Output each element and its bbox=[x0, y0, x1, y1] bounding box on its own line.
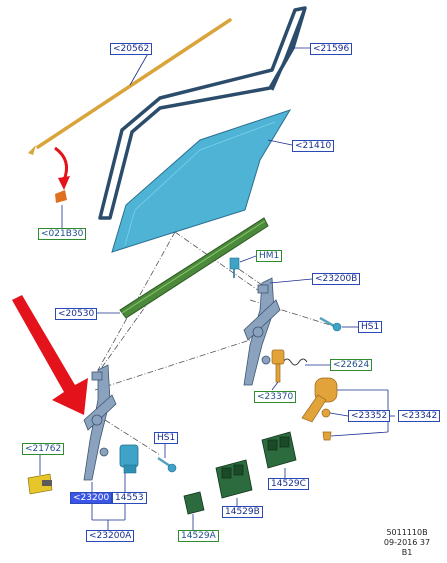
callout-HM1[interactable]: HM1 bbox=[256, 250, 283, 262]
callout-23352[interactable]: <23352 bbox=[348, 410, 391, 422]
regulator-23200 bbox=[83, 364, 117, 481]
callout-20530[interactable]: <20530 bbox=[55, 308, 98, 320]
callout-14553[interactable]: 14553 bbox=[112, 492, 147, 504]
callout-23200B[interactable]: <23200B bbox=[312, 273, 361, 285]
handle-23342 bbox=[301, 377, 338, 441]
callout-22624[interactable]: <22624 bbox=[330, 359, 373, 371]
callout-14529A[interactable]: 14529A bbox=[178, 530, 219, 542]
screw-HS1-bottom bbox=[157, 456, 177, 473]
clip-21762 bbox=[27, 473, 53, 495]
footer-date: 09-2016 37 bbox=[383, 538, 431, 547]
callout-23200A[interactable]: <23200A bbox=[86, 530, 135, 542]
callout-021B30[interactable]: <021B30 bbox=[38, 228, 87, 240]
clip-021B30 bbox=[55, 190, 67, 203]
callout-23342[interactable]: <23342 bbox=[398, 410, 441, 422]
outer-belt-moulding bbox=[28, 18, 232, 155]
door-glass bbox=[111, 109, 292, 253]
construction-lines bbox=[94, 231, 331, 456]
callout-21596[interactable]: <21596 bbox=[310, 43, 353, 55]
glass-run-weatherstrip bbox=[98, 6, 307, 220]
red-pointer-arrow bbox=[12, 295, 88, 415]
callout-21410[interactable]: <21410 bbox=[292, 140, 335, 152]
footer-code: 5011110B bbox=[386, 528, 428, 537]
footer-version: B1 bbox=[401, 548, 413, 557]
callout-14529C[interactable]: 14529C bbox=[268, 478, 309, 490]
diagram-footer: 5011110B 09-2016 37 B1 bbox=[377, 528, 437, 558]
switches-14529 bbox=[183, 431, 297, 515]
screw-HS1-top bbox=[319, 316, 342, 332]
spring-22624 bbox=[282, 358, 308, 366]
nut-HM1 bbox=[229, 257, 240, 278]
callout-20562[interactable]: <20562 bbox=[110, 43, 153, 55]
callout-HS1-top[interactable]: HS1 bbox=[358, 321, 383, 333]
regulator-23200B bbox=[243, 277, 281, 386]
bushing-23370 bbox=[271, 349, 285, 383]
callout-21762[interactable]: <21762 bbox=[22, 443, 65, 455]
callout-HS1-bottom[interactable]: HS1 bbox=[154, 432, 179, 444]
red-curved-arrow bbox=[54, 146, 68, 181]
callout-23370[interactable]: <23370 bbox=[254, 391, 297, 403]
motor-14553 bbox=[119, 444, 139, 474]
callout-23200-selected[interactable]: <23200 bbox=[70, 492, 113, 504]
callout-14529B[interactable]: 14529B bbox=[222, 506, 263, 518]
